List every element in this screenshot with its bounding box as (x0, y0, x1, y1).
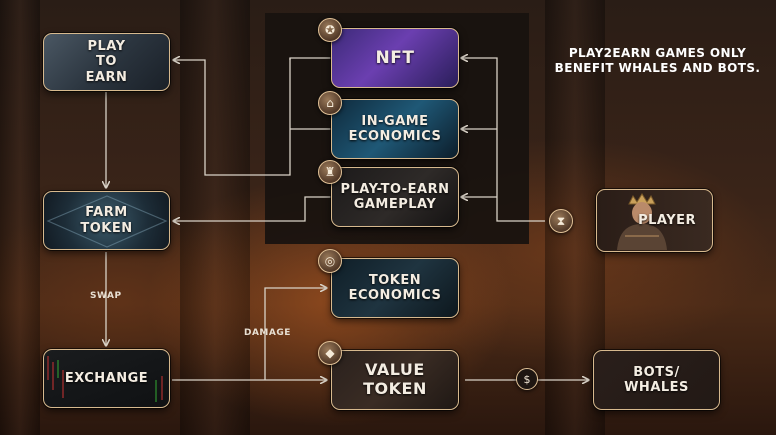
bots-whales-node: BOTS/ WHALES (593, 350, 720, 410)
in-game-economics-label: IN-GAME ECONOMICS (348, 113, 442, 144)
bots-whales-label: BOTS/ WHALES (624, 364, 689, 395)
player-node: PLAYER (596, 189, 713, 252)
diamond-frame-decoration (46, 195, 168, 248)
coin-stack-icon: ◎ (318, 249, 342, 273)
in-game-economics-node: IN-GAME ECONOMICS (331, 99, 459, 159)
money-bag-icon: $ (516, 368, 538, 390)
hourglass-icon: ⧗ (549, 209, 573, 233)
farm-token-node: FARM TOKEN (43, 191, 170, 250)
play-to-earn-node: PLAY TO EARN (43, 33, 170, 91)
exchange-node: EXCHANGE (43, 349, 170, 408)
candlestick-decoration (47, 356, 163, 402)
headline-text: PLAY2EARN GAMES ONLY BENEFIT WHALES AND … (554, 46, 761, 75)
value-token-label: VALUE TOKEN (363, 360, 427, 398)
nft-emblem-icon: ✪ (318, 18, 342, 42)
helmet-icon: ♜ (318, 160, 342, 184)
token-economics-label: TOKEN ECONOMICS (348, 272, 442, 303)
play-to-earn-gameplay-label: PLAY-TO-EARN GAMEPLAY (340, 181, 450, 212)
ethereum-icon: ◆ (318, 341, 342, 365)
nft-label: NFT (375, 47, 415, 68)
player-avatar (617, 193, 667, 250)
damage-edge-label: DAMAGE (244, 328, 291, 338)
exchange-label: EXCHANGE (64, 370, 149, 386)
shop-icon: ⌂ (318, 91, 342, 115)
swap-edge-label: SWAP (90, 291, 122, 301)
background-pillar (0, 0, 40, 435)
token-economics-node: TOKEN ECONOMICS (331, 258, 459, 318)
background-pillar (180, 0, 250, 435)
player-label: PLAYER (638, 212, 696, 228)
nft-node: NFT (331, 28, 459, 88)
farm-token-label: FARM TOKEN (80, 205, 133, 236)
value-token-node: VALUE TOKEN (331, 350, 459, 410)
play-to-earn-label: PLAY TO EARN (85, 39, 128, 85)
play-to-earn-gameplay-node: PLAY-TO-EARN GAMEPLAY (331, 167, 459, 227)
